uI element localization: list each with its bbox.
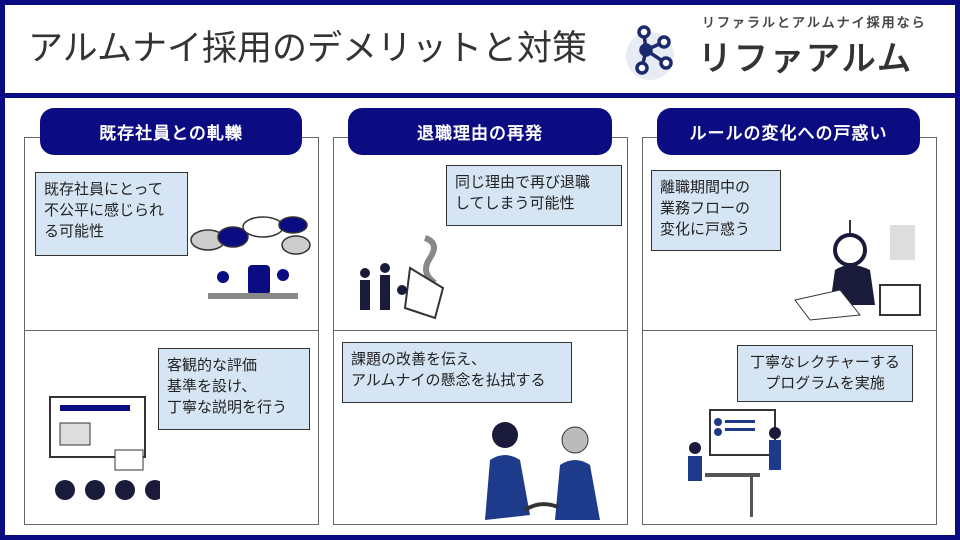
panel-divider xyxy=(334,330,627,331)
problem-box: 同じ理由で再び退職 してしまう可能性 xyxy=(446,165,622,226)
lecture-illustration xyxy=(688,409,781,517)
problem-box: 既存社員にとって 不公平に感じられ る可能性 xyxy=(35,172,188,256)
handshake-illustration xyxy=(485,422,600,520)
solution-box: 客観的な評価 基準を設け、 丁寧な説明を行う xyxy=(158,348,310,430)
heading-friction: 既存社員との軋轢 xyxy=(40,108,302,155)
heading-rules: ルールの変化への戸惑い xyxy=(657,108,920,155)
confused-worker-illustration xyxy=(794,220,921,321)
presentation-illustration xyxy=(49,396,160,500)
failure-illustration xyxy=(360,235,445,320)
heading-reason: 退職理由の再発 xyxy=(348,108,612,155)
panel-divider xyxy=(25,330,318,331)
logo-icon xyxy=(626,25,674,80)
solution-box: 課題の改善を伝え、 アルムナイの懸念を払拭する xyxy=(342,342,572,403)
discussion-illustration xyxy=(190,216,311,299)
logo-name: リファアルム xyxy=(698,39,913,79)
header-divider xyxy=(0,93,960,98)
panel-divider xyxy=(643,330,936,331)
solution-box: 丁寧なレクチャーする プログラムを実施 xyxy=(737,345,913,402)
logo-tagline: リファラルとアルムナイ採用なら xyxy=(702,16,927,31)
page-title: アルムナイ採用のデメリットと対策 xyxy=(28,29,587,69)
problem-box: 離職期間中の 業務フローの 変化に戸惑う xyxy=(651,170,781,251)
brand-logo: リファラルとアルムナイ採用なら リファアルム xyxy=(620,12,940,88)
